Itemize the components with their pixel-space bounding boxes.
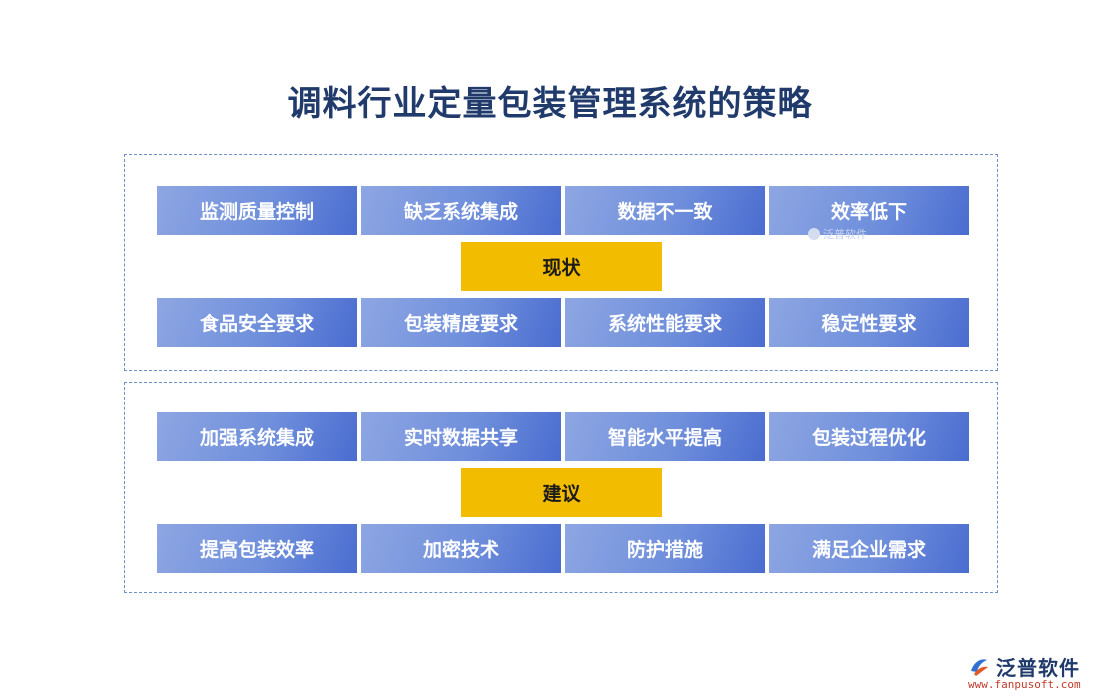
suggestion-bottom-row: 提高包装效率 加密技术 防护措施 满足企业需求 — [157, 524, 969, 573]
suggestion-cell: 加强系统集成 — [157, 412, 357, 461]
requirement-cell: 系统性能要求 — [565, 298, 765, 347]
current-status-panel: 监测质量控制 缺乏系统集成 数据不一致 效率低下 现状 食品安全要求 包装精度要… — [124, 154, 998, 371]
suggestion-label: 建议 — [461, 468, 662, 517]
brand-name: 泛普软件 — [996, 656, 1080, 680]
suggestion-panel: 加强系统集成 实时数据共享 智能水平提高 包装过程优化 建议 提高包装效率 加密… — [124, 382, 998, 593]
watermark-logo-icon — [808, 228, 820, 240]
requirement-cell: 稳定性要求 — [769, 298, 969, 347]
watermark: 泛普软件 — [808, 226, 867, 242]
brand-logo: 泛普软件 — [968, 652, 1080, 681]
suggestion-cell: 智能水平提高 — [565, 412, 765, 461]
suggestion-cell: 满足企业需求 — [769, 524, 969, 573]
current-status-top-row: 监测质量控制 缺乏系统集成 数据不一致 效率低下 — [157, 186, 969, 235]
status-cell: 缺乏系统集成 — [361, 186, 561, 235]
watermark-text: 泛普软件 — [823, 228, 867, 241]
status-cell: 效率低下 — [769, 186, 969, 235]
current-status-bottom-row: 食品安全要求 包装精度要求 系统性能要求 稳定性要求 — [157, 298, 969, 347]
status-cell: 数据不一致 — [565, 186, 765, 235]
brand-url: www.fanpusoft.com — [968, 678, 1081, 691]
suggestion-cell: 加密技术 — [361, 524, 561, 573]
suggestion-cell: 包装过程优化 — [769, 412, 969, 461]
suggestion-cell: 防护措施 — [565, 524, 765, 573]
suggestion-cell: 实时数据共享 — [361, 412, 561, 461]
suggestion-cell: 提高包装效率 — [157, 524, 357, 573]
requirement-cell: 食品安全要求 — [157, 298, 357, 347]
brand-logo-icon — [971, 658, 988, 676]
requirement-cell: 包装精度要求 — [361, 298, 561, 347]
status-cell: 监测质量控制 — [157, 186, 357, 235]
current-status-label: 现状 — [461, 242, 662, 291]
suggestion-top-row: 加强系统集成 实时数据共享 智能水平提高 包装过程优化 — [157, 412, 969, 461]
page-title: 调料行业定量包装管理系统的策略 — [287, 84, 813, 124]
